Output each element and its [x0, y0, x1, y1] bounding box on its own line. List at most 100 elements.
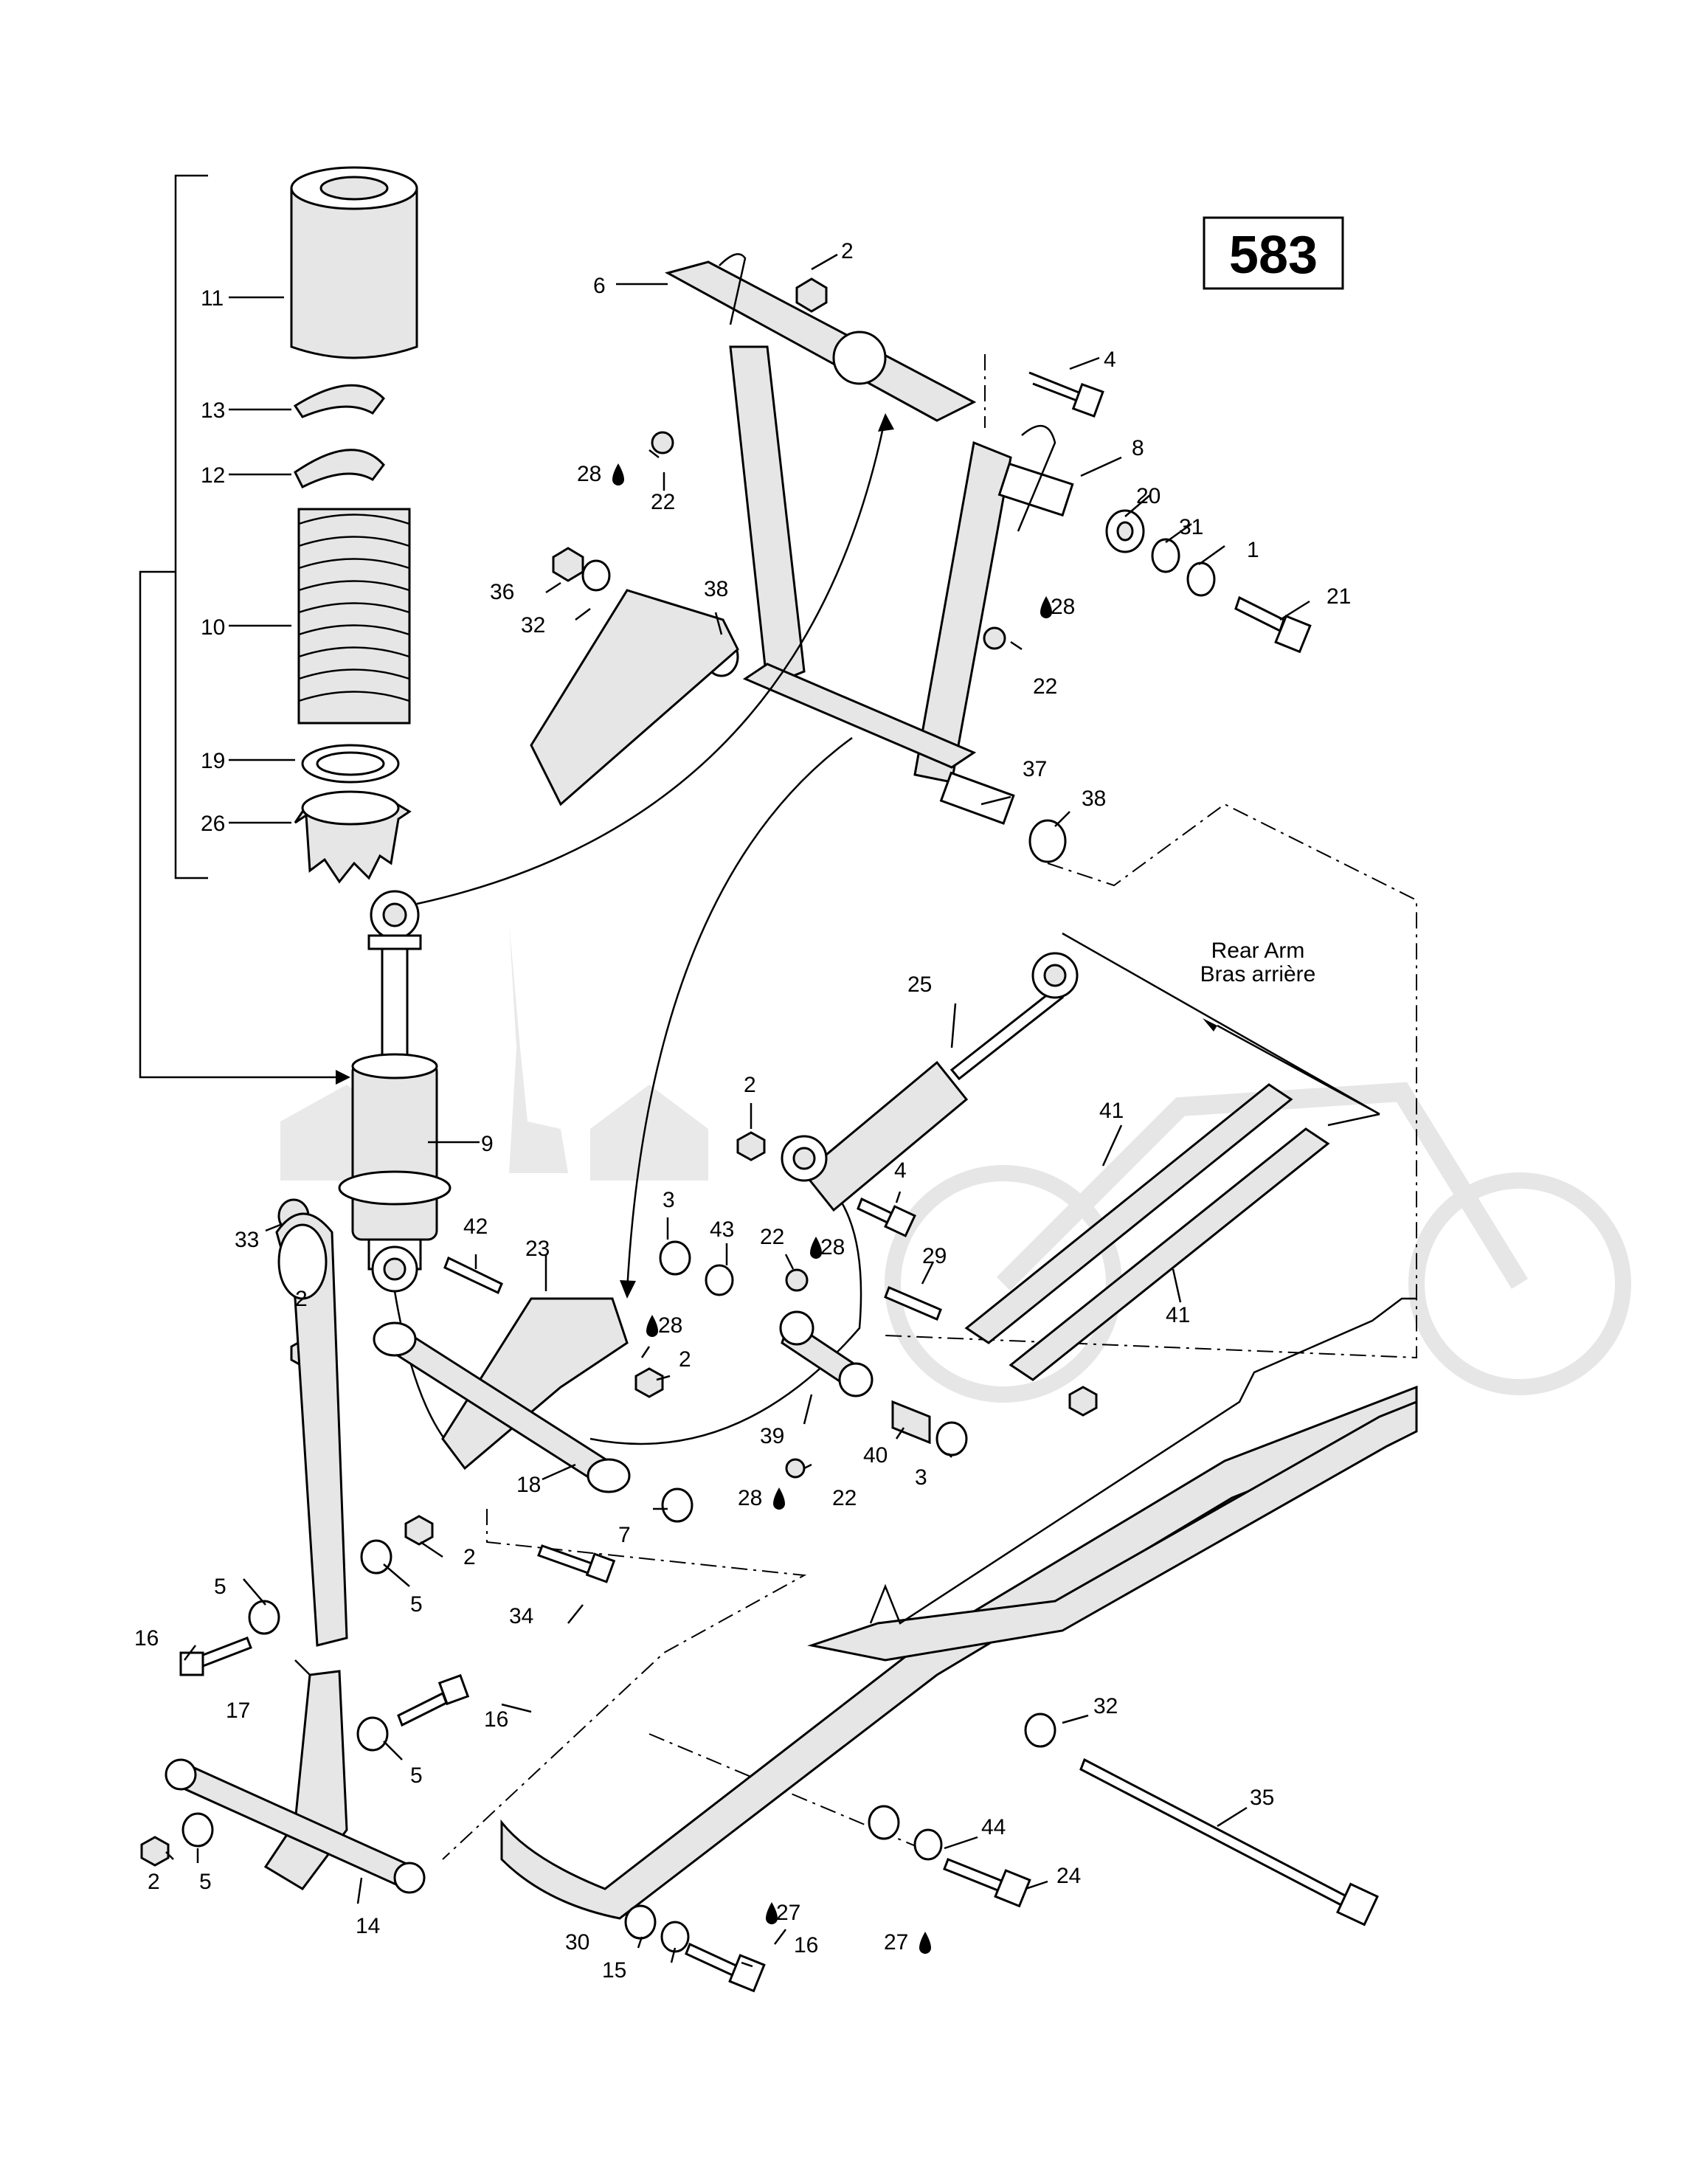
rear-arm-label-fr: Bras arrière — [1200, 962, 1316, 986]
nut-2-strap-top — [404, 1515, 434, 1546]
stopper-strap-upper — [275, 1212, 348, 1647]
oil-drop-icon — [646, 1315, 658, 1337]
lock-washer-1 — [1186, 561, 1216, 597]
bolt-16-rail — [685, 1942, 766, 1993]
link-41-lower — [1009, 1127, 1330, 1381]
adjuster-ring — [294, 790, 412, 884]
part-label-25: 25 — [907, 972, 932, 997]
front-arm — [665, 253, 1074, 825]
part-label-16-a: 16 — [134, 1626, 159, 1651]
part-label-28-b: 28 — [1051, 595, 1075, 619]
rear-arm-leader — [1062, 932, 1380, 1127]
part-label-12: 12 — [201, 463, 225, 488]
part-label-28-e: 28 — [738, 1486, 762, 1510]
oil-drop-icon — [612, 463, 624, 485]
washer-5-strap-top — [360, 1539, 392, 1575]
grease-fitting-22-link — [785, 1268, 809, 1292]
part-label-2-f: 2 — [148, 1870, 160, 1894]
part-label-36: 36 — [490, 580, 514, 604]
washer-44-right — [913, 1828, 943, 1861]
part-label-22-d: 22 — [832, 1486, 857, 1510]
bolt-21 — [1234, 595, 1312, 654]
part-label-31: 31 — [1179, 515, 1203, 539]
oil-drop-icon — [810, 1237, 822, 1259]
assembly-bracket — [174, 174, 208, 880]
part-label-28-d: 28 — [658, 1313, 682, 1338]
part-label-27-b: 27 — [776, 1901, 800, 1925]
part-label-10: 10 — [201, 615, 225, 640]
spring-stopper-12 — [294, 449, 385, 489]
bolt-29 — [884, 1286, 942, 1321]
bolt-24 — [943, 1858, 1031, 1908]
label-leaders — [165, 253, 1310, 1968]
part-label-32-a: 32 — [521, 613, 545, 637]
part-label-5-a: 5 — [214, 1575, 226, 1599]
pivot-bracket — [373, 1297, 631, 1493]
bushing-38-right — [1028, 819, 1067, 863]
part-label-34: 34 — [509, 1604, 533, 1628]
part-label-14: 14 — [356, 1914, 380, 1938]
part-label-33: 33 — [235, 1228, 259, 1252]
part-label-43: 43 — [710, 1217, 734, 1242]
part-label-9: 9 — [481, 1132, 494, 1156]
page-number: 583 — [1229, 226, 1318, 285]
part-label-2-b: 2 — [744, 1073, 756, 1097]
arrow-shock-lower — [393, 1290, 451, 1447]
coil-spring — [297, 508, 411, 725]
washer-5-strap-bottom — [181, 1812, 214, 1848]
page-number-box — [1203, 216, 1344, 290]
part-label-11: 11 — [201, 286, 224, 311]
part-label-23: 23 — [525, 1237, 550, 1261]
spacer-40 — [891, 1400, 931, 1445]
part-label-22-b: 22 — [1033, 674, 1057, 699]
part-label-22-a: 22 — [651, 490, 675, 514]
suspension-side-frame-left — [530, 589, 739, 806]
assembly-arrow-line — [139, 570, 339, 1079]
part-label-16-c: 16 — [794, 1933, 818, 1957]
part-label-37: 37 — [1023, 757, 1047, 781]
oil-drop-icon — [1040, 596, 1052, 618]
spring-protector — [290, 166, 418, 359]
part-label-42: 42 — [463, 1214, 488, 1239]
part-label-22-c: 22 — [760, 1225, 784, 1249]
bolt-4-rear-shock — [857, 1197, 916, 1237]
bolt-16-right — [397, 1673, 470, 1727]
part-label-19: 19 — [201, 749, 225, 773]
bolt-34 — [537, 1544, 616, 1583]
part-label-4-b: 4 — [894, 1158, 907, 1183]
link-41-upper — [964, 1083, 1293, 1344]
part-label-2-d: 2 — [295, 1287, 308, 1311]
rear-shock — [781, 952, 1079, 1212]
part-label-21: 21 — [1326, 584, 1351, 609]
part-labels: 11 13 12 10 19 26 9 33 6 2 4 8 28 22 20 … — [134, 239, 1351, 1983]
rear-arm-label-en: Rear Arm — [1211, 939, 1305, 963]
part-label-16-b: 16 — [484, 1707, 508, 1732]
washer-32-top — [581, 559, 611, 592]
part-label-39: 39 — [760, 1424, 784, 1448]
part-label-32-b: 32 — [1093, 1694, 1118, 1718]
part-label-24: 24 — [1056, 1864, 1081, 1888]
bolt-35-long — [1079, 1758, 1379, 1926]
part-label-5-d: 5 — [199, 1870, 212, 1894]
part-label-40: 40 — [863, 1443, 888, 1468]
washer-5-strap-left — [248, 1600, 280, 1635]
shock-absorber — [338, 890, 452, 1293]
part-label-15: 15 — [602, 1958, 626, 1983]
slide-rail — [500, 1297, 1418, 1920]
boundary-bottom — [442, 1509, 930, 1860]
part-label-2-c: 2 — [679, 1347, 691, 1372]
part-label-3-a: 3 — [663, 1188, 675, 1212]
nut-2-rear-shock — [736, 1131, 766, 1161]
arrow-rear-shock — [589, 1164, 862, 1445]
nut-2-top — [795, 277, 828, 313]
part-label-1: 1 — [1247, 538, 1259, 562]
bushing-3-lower — [935, 1421, 968, 1456]
arrow-shock-to-arm — [416, 416, 887, 905]
oil-drop-icons — [612, 463, 1052, 1954]
nut-2-bracket-right — [634, 1367, 664, 1398]
watermark-logo — [280, 922, 1631, 1403]
bolt-16-left — [179, 1637, 252, 1676]
bolt-42 — [443, 1256, 503, 1295]
rear-arm-arrowhead — [1203, 1018, 1217, 1031]
